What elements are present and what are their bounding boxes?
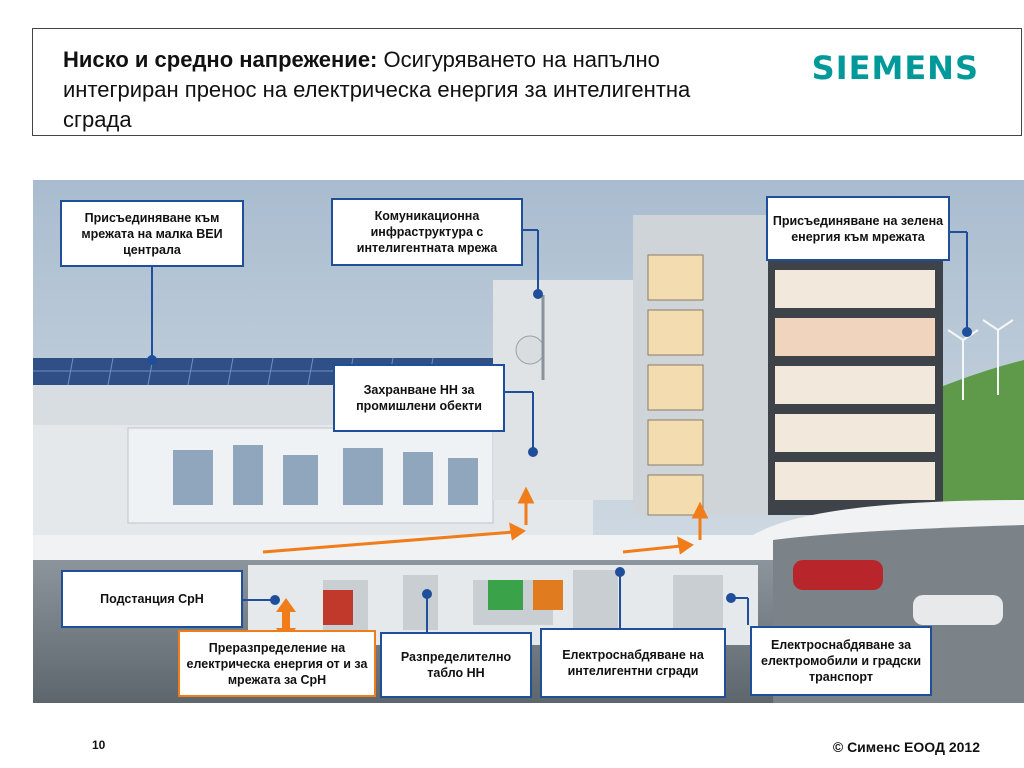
callout-industrial-lv-supply: Захранване НН за промишлени обекти bbox=[333, 364, 505, 432]
page-title: Ниско и средно напрежение: Осигуряването… bbox=[63, 45, 763, 135]
callout-ev-supply: Електроснабдяване за електромобили и гра… bbox=[750, 626, 932, 696]
title-rest: Осигуряването на напълно интегриран прен… bbox=[63, 47, 691, 132]
copyright: © Сименс ЕООД 2012 bbox=[832, 739, 980, 755]
siemens-logo: SIEMENS bbox=[811, 49, 979, 87]
callout-green-energy-connection: Присъединяване на зелена енергия към мре… bbox=[766, 196, 950, 261]
callout-smart-building-supply: Електроснабдяване на интелигентни сгради bbox=[540, 628, 726, 698]
page-number: 10 bbox=[92, 738, 106, 752]
callout-lv-distribution-panel: Разпределително табло НН bbox=[380, 632, 532, 698]
callout-mv-redistribution: Преразпределение на електрическа енергия… bbox=[178, 630, 376, 697]
energy-flow-arrows bbox=[262, 486, 709, 555]
callout-communication-infrastructure: Комуникационна инфраструктура с интелиге… bbox=[331, 198, 523, 266]
callout-mv-substation: Подстанция СрН bbox=[61, 570, 243, 628]
callout-vei-grid-connection: Присъединяване към мрежата на малка ВЕИ … bbox=[60, 200, 244, 267]
smart-building-illustration: Присъединяване към мрежата на малка ВЕИ … bbox=[33, 180, 1024, 703]
title-bold: Ниско и средно напрежение: bbox=[63, 47, 378, 72]
title-box: Ниско и средно напрежение: Осигуряването… bbox=[32, 28, 1022, 136]
